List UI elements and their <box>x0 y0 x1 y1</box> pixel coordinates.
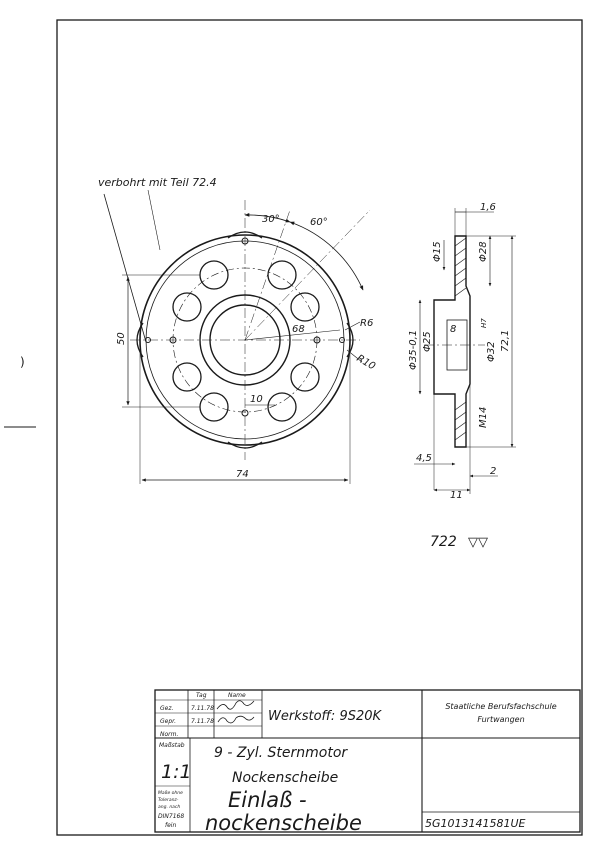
dim-d32-tol: H7 <box>480 318 488 328</box>
tolerance-note-line: ang. nach <box>158 804 180 810</box>
dim-m14-label: M14 <box>478 407 489 428</box>
tb-header-tag: Tag <box>196 692 207 699</box>
signature-drawn-by <box>216 700 255 710</box>
note-leader-2 <box>147 189 161 251</box>
part-title-line2: nockenscheibe <box>205 811 362 835</box>
dim-d15-label: Φ15 <box>432 241 443 262</box>
dim-68-label: 68 <box>292 324 305 335</box>
tolerance-note-line: DIN7168 <box>158 813 184 820</box>
drilling-note: verbohrt mit Teil 72.4 <box>98 176 217 189</box>
dim-4-5-label: 4,5 <box>416 453 432 464</box>
tb-row-label: Norm. <box>160 731 178 738</box>
leader-r6 <box>344 321 361 331</box>
material-spec: Werkstoff: 9S20K <box>268 709 383 724</box>
dim-d25-label: Φ25 <box>422 331 433 352</box>
signature-checked-by <box>217 715 255 724</box>
leader-68 <box>244 329 341 341</box>
dim-74-label: 74 <box>236 469 249 480</box>
dim-1-6-label: 1,6 <box>480 202 496 213</box>
pin-hole-right-edge <box>339 337 345 343</box>
part-title-line1: Einlaß - <box>228 788 307 812</box>
tb-row-label: Gez. <box>160 705 173 712</box>
angle-arc-30 <box>244 212 291 223</box>
tb-header-name: Name <box>228 692 246 699</box>
dim-d28-label: Φ28 <box>478 241 489 262</box>
scale-value: 1:1 <box>161 761 192 783</box>
tolerance-note-line: Maße ohne <box>158 790 183 796</box>
dim-d32-label: Φ32 <box>486 341 497 362</box>
section-view: 1,6 Φ15 Φ28 8 Φ25 Φ35-0,1 Φ32 H7 72,1 M1… <box>408 202 516 501</box>
margin-mark: ) <box>20 355 25 369</box>
section-outline <box>433 235 471 448</box>
note-leader <box>103 193 147 343</box>
title-block: Tag Name Gez. 7.11.78 Gepr. 7.11.78 Norm… <box>154 689 581 835</box>
tolerance-note-line: Toleranz- <box>158 797 179 803</box>
lightening-holes <box>172 260 320 422</box>
angle-30-label: 30° <box>262 214 280 225</box>
dim-2-label: 2 <box>490 466 496 477</box>
school-name-line1: Staatliche Berufsfachschule <box>445 702 556 711</box>
drawing-number: 5G1013141581UE <box>425 817 526 830</box>
angle-arc-60 <box>289 221 364 291</box>
section-hatching <box>454 237 467 441</box>
assembly-title: Nockenscheibe <box>232 770 338 786</box>
school-name-line2: Furtwangen <box>477 715 524 724</box>
surface-finish-code: 722 <box>430 534 457 550</box>
tolerance-note-line: fein <box>165 822 176 829</box>
dim-50-label: 50 <box>116 332 127 345</box>
dim-r6-label: R6 <box>360 318 373 329</box>
dim-r10-label: R10 <box>355 353 378 372</box>
dim-10-label: 10 <box>250 394 263 405</box>
project-title: 9 - Zyl. Sternmotor <box>214 745 348 761</box>
dim-8-label: 8 <box>450 324 456 335</box>
scale-label: Maßstab <box>159 742 185 749</box>
angle-60-label: 60° <box>310 217 328 228</box>
center-line-diag-2 <box>244 209 291 341</box>
dim-72-label: 72,1 <box>500 330 511 352</box>
leader-r10 <box>346 349 363 363</box>
tb-row-date: 7.11.78 <box>191 705 214 712</box>
front-view: verbohrt mit Teil 72.4 <box>98 176 377 484</box>
dim-11-label: 11 <box>450 490 463 501</box>
sheet-border <box>56 19 583 836</box>
tb-row-date: 7.11.78 <box>191 718 214 725</box>
dim-d35-label: Φ35-0,1 <box>408 330 419 370</box>
surface-finish-symbol: ▽▽ <box>468 535 488 550</box>
tb-row-label: Gepr. <box>160 718 176 725</box>
